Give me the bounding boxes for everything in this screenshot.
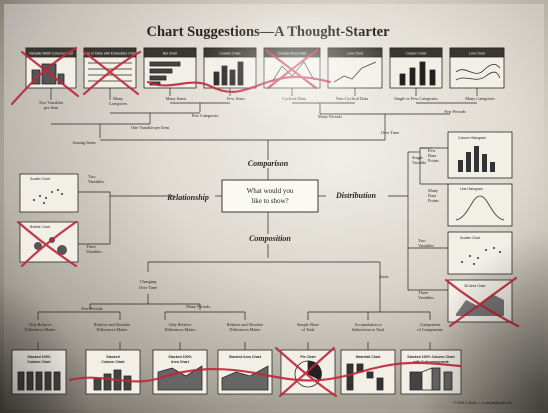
label-few-categories: Few Categories: [192, 113, 219, 118]
chart-title: Stacked Area Chart: [229, 355, 262, 359]
label-variables-3d: Variables: [418, 295, 434, 300]
chart-title: Circular Area Chart: [278, 52, 307, 56]
label-points: Points: [428, 158, 439, 163]
chart-title-scatter: Scatter Chart: [30, 177, 50, 181]
question-line-2: like to show?: [251, 197, 288, 205]
label-single-few: Single or Few Categories: [394, 96, 438, 101]
chart-title: Column Chart: [101, 360, 125, 364]
chart-title: Pie Chart: [300, 355, 316, 359]
label-many-items: Many Items: [166, 96, 187, 101]
chart-title: Stacked: [106, 355, 119, 359]
chart-title: Stacked 100%: [168, 355, 192, 359]
label-categories: Categories: [109, 101, 128, 106]
branch-relationship: Relationship: [166, 193, 209, 202]
label-many-categories: Many Categories: [465, 96, 495, 101]
composition-bottom-labels: Only Relative Differences Matter Relativ…: [25, 322, 443, 332]
label-few-items: Few Items: [227, 96, 245, 101]
bottom-label: Differences Matter: [97, 327, 129, 332]
label-few-periods: Few Periods: [444, 109, 466, 114]
label-few-periods-c: Few Periods: [81, 306, 103, 311]
bottom-label: Differences Matter: [165, 327, 197, 332]
chart-title: Column Chart: [220, 52, 241, 56]
chart-title: Stacked 100%: [27, 355, 51, 359]
composition-labels: Changing Over Time Static Few Periods Ma…: [81, 274, 389, 311]
label-non-cyclical: Non-Cyclical Data: [336, 96, 368, 101]
chart-title: Area Chart: [171, 360, 190, 364]
label-static: Static: [379, 274, 389, 279]
top-chart-titles: Variable Width Column Chart Table or Tab…: [29, 52, 485, 56]
label-many-periods: Many Periods: [318, 114, 342, 119]
chart-title-3d-area: 3D Area Chart: [464, 284, 486, 288]
label-variables-d: Variables: [418, 243, 434, 248]
chart-title: Column Chart: [27, 360, 51, 364]
label-points-2: Points: [428, 198, 439, 203]
question-box: [221, 179, 319, 213]
thumb-scatter-right[interactable]: [447, 231, 513, 275]
chart-title: Line Chart: [469, 52, 485, 56]
bottom-label: of Components: [417, 327, 443, 332]
chart-title-bubble: Bubble Chart: [30, 225, 50, 229]
label-over-time: Over Time: [381, 130, 400, 135]
label-over-time-c: Over Time: [139, 285, 158, 290]
label-one-variable: One Variable per Item: [131, 125, 170, 130]
label-variable: Variable: [412, 160, 426, 165]
chart-title-scatter-right: Scatter Chart: [460, 236, 480, 240]
label-cyclical: Cyclical Data: [282, 96, 306, 101]
chart-title: Waterfall Chart: [356, 355, 382, 359]
chart-title: Bar Chart: [163, 52, 178, 56]
chart-title-line-histogram: Line Histogram: [460, 187, 483, 191]
label-variables-3: Variables: [86, 249, 102, 254]
label-changing: Changing: [140, 279, 158, 284]
label-variables: Variables: [88, 179, 104, 184]
chart-title: Column Chart: [406, 52, 427, 56]
chart-title-column-histogram: Column Histogram: [458, 136, 486, 140]
branch-comparison: Comparison: [248, 159, 289, 168]
page-title: Chart Suggestions—A Thought-Starter: [146, 24, 390, 40]
red-marker-annotations: [10, 46, 520, 398]
branch-composition: Composition: [249, 234, 291, 243]
chart-title: Line Chart: [347, 52, 363, 56]
relationship-section: Scatter Chart Bubble Chart Two Variables…: [19, 173, 175, 263]
bottom-label: Differences Matter: [230, 327, 262, 332]
bottom-label: of Total: [302, 327, 316, 332]
branch-distribution: Distribution: [335, 191, 377, 200]
chart-title: Table or Table with Embedded Charts: [82, 52, 139, 56]
bottom-label: Subtraction to Total: [352, 327, 385, 332]
copyright-footer: © 2006 A. Abela — a.v.abela@gmail.com: [454, 401, 513, 405]
label-many-periods-c: Many Periods: [186, 304, 210, 309]
bottom-label: Differences Matter: [25, 327, 57, 332]
question-line-1: What would you: [247, 187, 294, 195]
chart-title: Stacked 100% Column Chart: [407, 355, 455, 359]
label-among-items: Among Items: [72, 140, 96, 145]
label-per-item: per Item: [44, 105, 59, 110]
